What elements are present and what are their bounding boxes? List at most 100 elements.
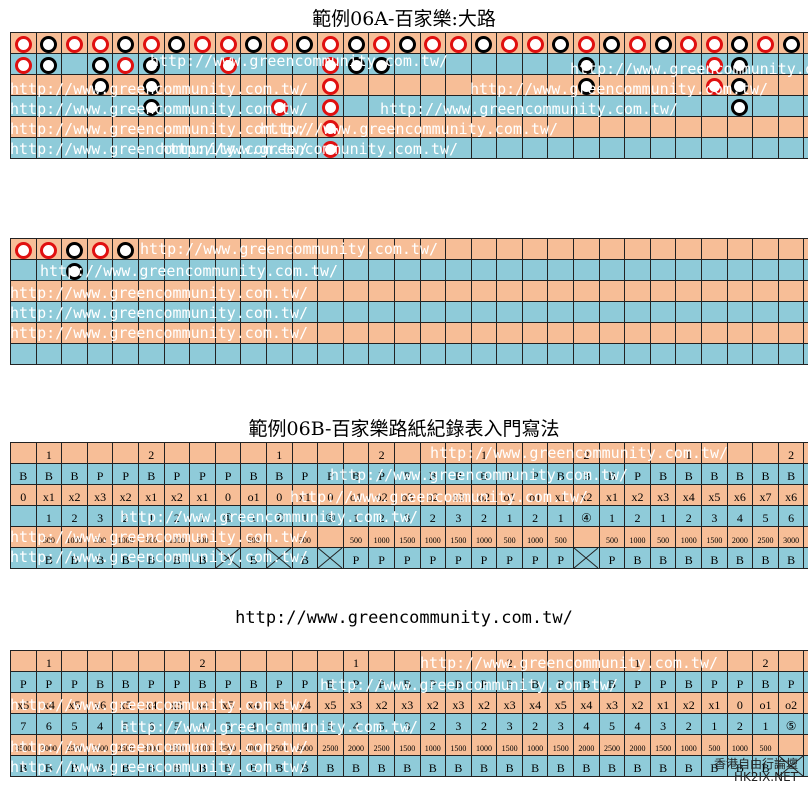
record-cell: 5: [598, 713, 626, 735]
record-value: 500: [42, 535, 55, 545]
grid-cell: [10, 259, 37, 281]
grid-cell: [112, 343, 139, 365]
record-cell: B: [752, 463, 779, 485]
record-cell: [317, 526, 344, 548]
record-value: 2: [532, 510, 539, 525]
grid-cell: [342, 301, 370, 323]
grid-cell: [470, 74, 498, 96]
cross-icon: [779, 756, 803, 776]
record-cell: 1000: [61, 526, 88, 548]
record-cell: 4: [189, 713, 216, 735]
grid-cell: [624, 301, 651, 323]
record-value: 5: [71, 718, 78, 733]
banker-bead-icon: [117, 56, 135, 74]
grid-cell: [240, 137, 267, 159]
record-cell: B: [419, 755, 447, 777]
grid-cell: [163, 238, 191, 260]
player-bead-icon: [577, 77, 595, 95]
grid-cell: [573, 322, 600, 344]
grid-cell: [10, 280, 37, 302]
grid-cell: [368, 53, 395, 75]
record-value: 500: [605, 535, 618, 545]
grid-cell: [86, 238, 114, 260]
record-value: B: [326, 760, 335, 775]
grid-cell: [189, 32, 216, 54]
record-cell: [573, 547, 600, 569]
grid-cell: [342, 74, 370, 96]
grid-cell: [598, 95, 626, 117]
grid-cell: [547, 53, 575, 75]
record-cell: 3: [86, 505, 114, 527]
record-cell: P: [803, 755, 808, 777]
record-cell: [803, 547, 808, 569]
record-value: B: [44, 760, 53, 775]
record-cell: 2: [470, 713, 498, 735]
grid-cell: [35, 301, 63, 323]
record-cell: 2000: [86, 734, 114, 756]
record-cell: B: [777, 463, 805, 485]
player-bead-icon: [654, 35, 672, 53]
grid-cell: [547, 32, 575, 54]
grid-cell: [112, 137, 139, 159]
record-value: P: [378, 468, 385, 483]
record-value: 1000: [475, 535, 492, 545]
banker-bead-icon: [219, 56, 237, 74]
record-cell: x2: [470, 692, 498, 714]
grid-cell: [752, 116, 779, 138]
record-value: x2: [375, 697, 388, 712]
grid-cell: [598, 238, 626, 260]
grid-cell: [112, 259, 139, 281]
record-cell: 2000: [240, 734, 267, 756]
record-value: 1: [711, 718, 718, 733]
grid-row: [10, 74, 808, 96]
record-value: B: [403, 676, 412, 691]
record-cell: x1: [598, 484, 626, 506]
record-value: 1500: [552, 743, 569, 753]
grid-cell: [393, 116, 421, 138]
record-cell: 1000: [163, 526, 191, 548]
record-cell: x7: [803, 484, 808, 506]
record-cell: B: [240, 671, 267, 693]
record-value: P: [352, 552, 360, 567]
record-cell: B: [598, 463, 626, 485]
record-cell: x3: [445, 692, 472, 714]
record-value: B: [249, 676, 258, 691]
record-cell: x5: [61, 692, 88, 714]
grid-cell: [649, 280, 677, 302]
record-cell: B: [86, 671, 114, 693]
record-cell: [445, 650, 472, 672]
record-cell: 1000: [112, 526, 139, 548]
record-cell: P: [419, 547, 447, 569]
record-value: B: [19, 760, 28, 775]
banker-bead-icon: [705, 56, 723, 74]
grid-cell: [265, 301, 293, 323]
record-cell: 2: [61, 505, 88, 527]
record-cell: P: [393, 547, 421, 569]
record-value: B: [710, 468, 719, 483]
grid-cell: [521, 259, 549, 281]
grid-cell: [137, 53, 165, 75]
grid-cell: [393, 74, 421, 96]
record-cell: 5: [368, 713, 395, 735]
grid-cell: [624, 322, 651, 344]
record-cell: [649, 442, 677, 464]
record-value: 2: [532, 718, 539, 733]
record-cell: x7: [752, 484, 779, 506]
grid-cell: [598, 32, 626, 54]
record-value: 3: [455, 718, 462, 733]
record-cell: P: [445, 547, 472, 569]
record-cell: [598, 442, 626, 464]
record-value: x3: [94, 489, 107, 504]
player-bead-icon: [65, 262, 83, 280]
grid-cell: [112, 301, 139, 323]
record-value: o1: [503, 489, 516, 504]
record-value: x1: [657, 697, 670, 712]
record-cell: x2: [163, 484, 191, 506]
grid-cell: [291, 116, 319, 138]
record-cell: P: [214, 671, 242, 693]
grid-cell: [649, 238, 677, 260]
grid-row: [10, 32, 808, 54]
grid-cell: [214, 238, 242, 260]
record-cell: 2500: [112, 734, 139, 756]
